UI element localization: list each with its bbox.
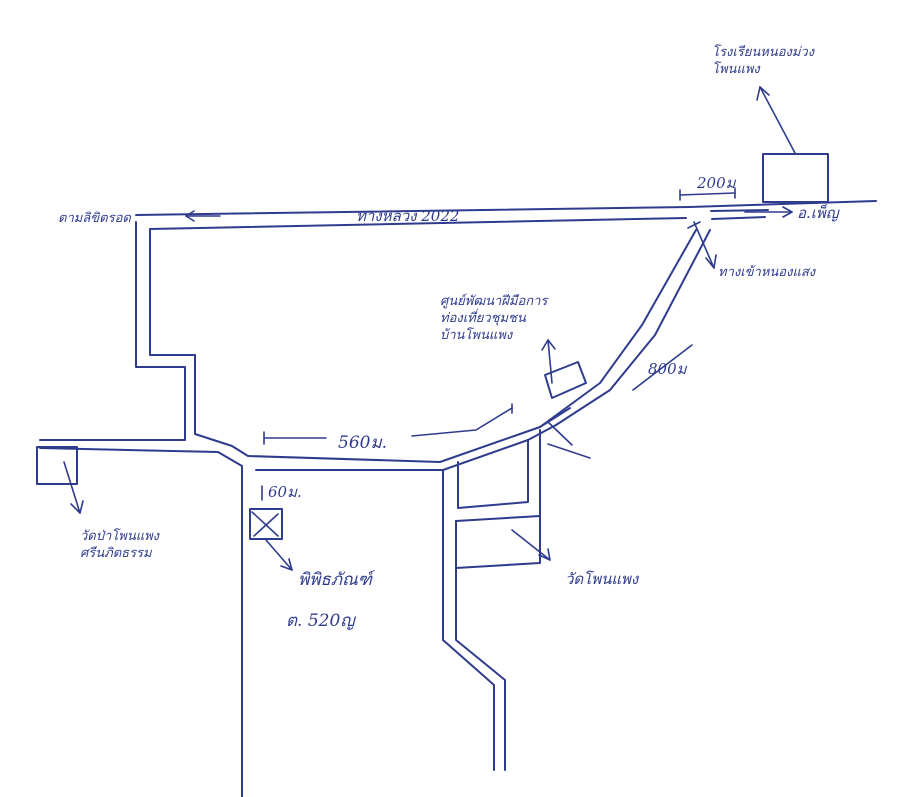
- distance-800-label: 800ม: [648, 360, 688, 378]
- bottom-right-building-label: วัดโพนแพง: [565, 570, 640, 588]
- middle-road: [247, 403, 571, 471]
- branch-arrow: [693, 221, 717, 269]
- center-building-label: ศูนย์พัฒนาฝีมือการท่องเที่ยวชุมชนบ้านโพน…: [440, 293, 549, 343]
- right-block-roads: [442, 429, 551, 771]
- right-arrow: [744, 206, 793, 218]
- distance-200-label: 200ม: [696, 174, 737, 192]
- left-vertical-road: [39, 221, 249, 797]
- elevation-label: ต. 520ญ: [286, 611, 356, 631]
- main-highway: [135, 200, 877, 230]
- distance-200-marker: [679, 187, 736, 201]
- left-destination-label: ตามลิขิตรอด: [58, 211, 131, 226]
- distance-800-marker: [632, 344, 693, 391]
- distance-60-label: 60ม.: [268, 483, 302, 501]
- diagonal-road: [539, 221, 711, 459]
- top-building: [756, 86, 829, 203]
- left-arrow: [185, 210, 221, 222]
- right-destination-label: อ.เพ็ญ: [797, 204, 840, 222]
- distance-560-label: 560ม.: [338, 433, 387, 453]
- left-building: [36, 446, 84, 514]
- museum-label: พิพิธภัณฑ์: [298, 570, 376, 590]
- branch-road-label: ทางเข้าหนองแสง: [718, 265, 817, 280]
- center-building: [541, 339, 587, 399]
- left-building-label: วัดป่าโพนแพงศรีนภิตธรรม: [80, 528, 161, 561]
- museum-building: [249, 485, 293, 571]
- highway-label: ทางหลวง 2022: [356, 207, 459, 225]
- top-building-label: โรงเรียนหนองม่วงโพนแพง: [712, 44, 816, 77]
